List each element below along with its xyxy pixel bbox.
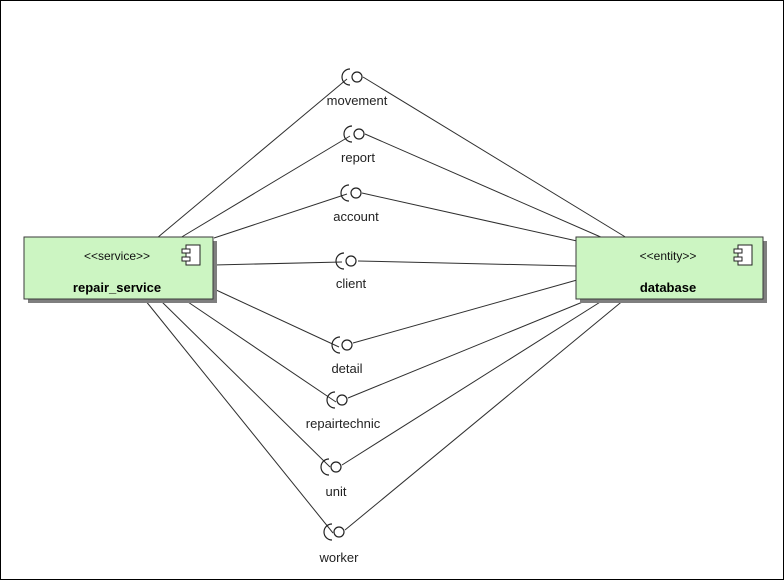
component-repair_service[interactable]: <<service>> repair_service	[23, 236, 217, 303]
component-icon	[181, 244, 201, 266]
connector-movement-database	[362, 76, 628, 239]
interface-socket-repairtechnic[interactable]	[326, 391, 348, 409]
interface-socket-unit[interactable]	[320, 458, 342, 476]
connectors-left	[144, 78, 351, 534]
connector-account-database	[361, 192, 578, 242]
connectors-right	[341, 76, 628, 531]
connector-repair_service-unit	[159, 299, 331, 468]
interface-label-repairtechnic: repairtechnic	[306, 416, 381, 431]
connector-repair_service-repairtechnic	[184, 299, 337, 403]
interface-label-client: client	[336, 276, 367, 291]
interface-label-movement: movement	[327, 93, 388, 108]
component-name: repair_service	[73, 280, 161, 295]
interface-label-report: report	[341, 150, 375, 165]
interface-socket-report[interactable]	[343, 125, 365, 143]
connector-repair_service-movement	[156, 78, 348, 239]
connector-client-database	[357, 260, 578, 267]
interface-socket-account[interactable]	[340, 184, 362, 202]
stereotype-label: <<service>>	[84, 249, 150, 263]
connector-repair_service-detail	[213, 288, 340, 348]
component-icon	[733, 244, 753, 266]
connector-repair_service-account	[213, 193, 348, 239]
interface-label-unit: unit	[326, 484, 347, 499]
connector-report-database	[364, 133, 604, 239]
connector-unit-database	[341, 298, 606, 466]
connector-worker-database	[344, 298, 626, 531]
connector-repair_service-worker	[144, 299, 334, 534]
interface-socket-movement[interactable]	[341, 68, 363, 86]
interface-socket-worker[interactable]	[323, 523, 345, 541]
connector-repairtechnic-database	[347, 298, 591, 399]
interface-label-worker: worker	[318, 550, 359, 565]
interface-socket-client[interactable]	[335, 252, 357, 270]
connector-repair_service-report	[179, 135, 351, 239]
component-name: database	[640, 280, 696, 295]
connector-repair_service-client	[213, 261, 343, 266]
interface-socket-detail[interactable]	[331, 336, 353, 354]
interface-label-account: account	[333, 209, 379, 224]
connector-detail-database	[352, 279, 578, 344]
component-database[interactable]: <<entity>> database	[575, 236, 767, 303]
stereotype-label: <<entity>>	[640, 249, 697, 263]
interface-label-detail: detail	[331, 361, 362, 376]
